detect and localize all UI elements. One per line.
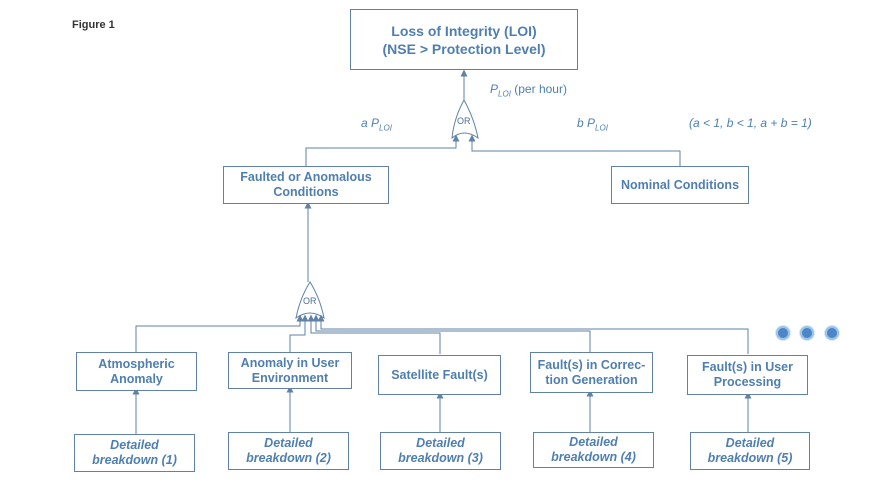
cause-2-line2: Environment [251, 370, 329, 385]
detail-box-2: Detailed breakdown (2) [228, 432, 349, 470]
cause-1-line1: Atmospheric [98, 356, 175, 371]
detail-5-line1: Detailed [725, 436, 775, 450]
a-p-loi-sub: LOI [379, 123, 392, 133]
cause-1-line2: Anomaly [110, 371, 163, 386]
ellipsis-dot-icon [825, 326, 839, 340]
detail-1-line1: Detailed [110, 438, 159, 452]
top-event-line2: (NSE > Protection Level) [382, 40, 546, 57]
p-loi-sub: LOI [498, 89, 511, 99]
detail-3-line2: breakdown (3) [398, 451, 483, 465]
detail-4-line1: Detailed [569, 435, 618, 449]
nominal-conditions-box: Nominal Conditions [611, 166, 749, 204]
detail-box-5: Detailed breakdown (5) [690, 432, 810, 470]
cause-box-user-environment: Anomaly in User Environment [228, 352, 352, 389]
or-gate-top [451, 98, 479, 140]
detail-box-4: Detailed breakdown (4) [533, 432, 654, 468]
faulted-line1: Faulted or Anomalous [240, 170, 372, 184]
p-loi-note: PLOI (per hour) [490, 82, 567, 98]
top-event-box: Loss of Integrity (LOI) (NSE > Protectio… [350, 9, 578, 70]
detail-box-3: Detailed breakdown (3) [380, 432, 501, 470]
cause-5-line1: Fault(s) in User [702, 360, 793, 374]
faulted-line2: Conditions [273, 185, 339, 199]
or-gate-mid [295, 281, 325, 320]
b-p-loi-sub: LOI [595, 123, 608, 133]
detail-box-1: Detailed breakdown (1) [74, 434, 195, 472]
cause-5-line2: Processing [713, 375, 782, 389]
per-hour-text: (per hour) [514, 82, 567, 96]
detail-2-line1: Detailed [264, 436, 313, 450]
cause-box-user-processing: Fault(s) in User Processing [687, 355, 808, 395]
a-p-loi-prefix: a P [361, 116, 380, 130]
ellipsis-dot-icon [776, 326, 790, 340]
p-loi-base: P [490, 82, 499, 96]
detail-4-line2: breakdown (4) [551, 450, 636, 464]
top-event-line1: Loss of Integrity (LOI) [391, 22, 537, 39]
cause-box-correction-generation: Fault(s) in Correc- tion Generation [530, 352, 653, 393]
ellipsis-dot-icon [800, 326, 814, 340]
cause-4-line1: Fault(s) in Correc- [537, 357, 646, 372]
b-p-loi-note: b PLOI [577, 116, 608, 132]
detail-5-line2: breakdown (5) [707, 451, 793, 465]
detail-1-line2: breakdown (1) [92, 453, 177, 467]
cause-3-line1: Satellite Fault(s) [391, 367, 488, 382]
detail-3-line1: Detailed [416, 436, 465, 450]
detail-2-line2: breakdown (2) [246, 451, 331, 465]
or-gate-top-label: OR [457, 116, 471, 126]
nominal-line1: Nominal Conditions [620, 177, 740, 192]
cause-box-satellite-fault: Satellite Fault(s) [378, 355, 501, 395]
or-gate-mid-label: OR [303, 296, 317, 306]
constraint-note: (a < 1, b < 1, a + b = 1) [689, 116, 812, 130]
figure-label: Figure 1 [72, 19, 115, 31]
cause-box-atmospheric: Atmospheric Anomaly [76, 352, 197, 391]
cause-4-line2: tion Generation [545, 372, 638, 387]
a-p-loi-note: a PLOI [361, 116, 392, 132]
faulted-conditions-box: Faulted or Anomalous Conditions [223, 166, 389, 204]
b-p-loi-prefix: b P [577, 116, 596, 130]
cause-2-line1: Anomaly in User [240, 355, 340, 370]
